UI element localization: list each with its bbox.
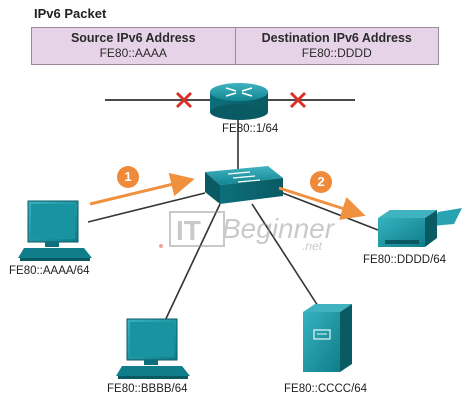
router-icon xyxy=(210,83,268,120)
step-1-badge: 1 xyxy=(117,166,139,188)
svg-text:.net: .net xyxy=(302,239,323,253)
watermark-logo: IT Beginner .net xyxy=(159,211,336,253)
server-address-label: FE80::CCCC/64 xyxy=(284,383,368,395)
pc-left-icon xyxy=(18,200,92,261)
source-address-header: Source IPv6 Address xyxy=(70,31,196,45)
destination-address-cell: Destination IPv6 Address FE80::DDDD xyxy=(234,28,439,64)
server-icon xyxy=(303,304,352,372)
source-address-cell: Source IPv6 Address FE80::AAAA xyxy=(32,28,235,64)
source-address-value: FE80::AAAA xyxy=(99,46,167,60)
svg-text:Beginner: Beginner xyxy=(222,213,336,244)
flow-arrow-2 xyxy=(278,186,366,220)
pc-bottom-icon xyxy=(116,318,190,379)
router-address-label: FE80::1/64 xyxy=(222,123,279,135)
blocked-x-icon-right xyxy=(289,91,307,109)
flow-arrow-1 xyxy=(89,172,195,206)
step-2-badge: 2 xyxy=(310,171,332,193)
pc-bottom-address-label: FE80::BBBB/64 xyxy=(107,383,188,395)
destination-address-header: Destination IPv6 Address xyxy=(261,31,412,45)
pc-left-address-label: FE80::AAAA/64 xyxy=(9,265,90,277)
ipv6-packet-header: Source IPv6 Address FE80::AAAA Destinati… xyxy=(31,27,439,65)
network-links xyxy=(87,116,379,326)
flow-arrows xyxy=(89,172,366,220)
svg-text:IT: IT xyxy=(176,215,201,246)
packet-title: IPv6 Packet xyxy=(34,6,107,21)
blocked-x-icon-left xyxy=(175,91,193,109)
printer-icon xyxy=(378,208,462,247)
printer-address-label: FE80::DDDD/64 xyxy=(363,254,447,266)
switch-icon xyxy=(205,166,283,204)
destination-address-value: FE80::DDDD xyxy=(301,46,372,60)
